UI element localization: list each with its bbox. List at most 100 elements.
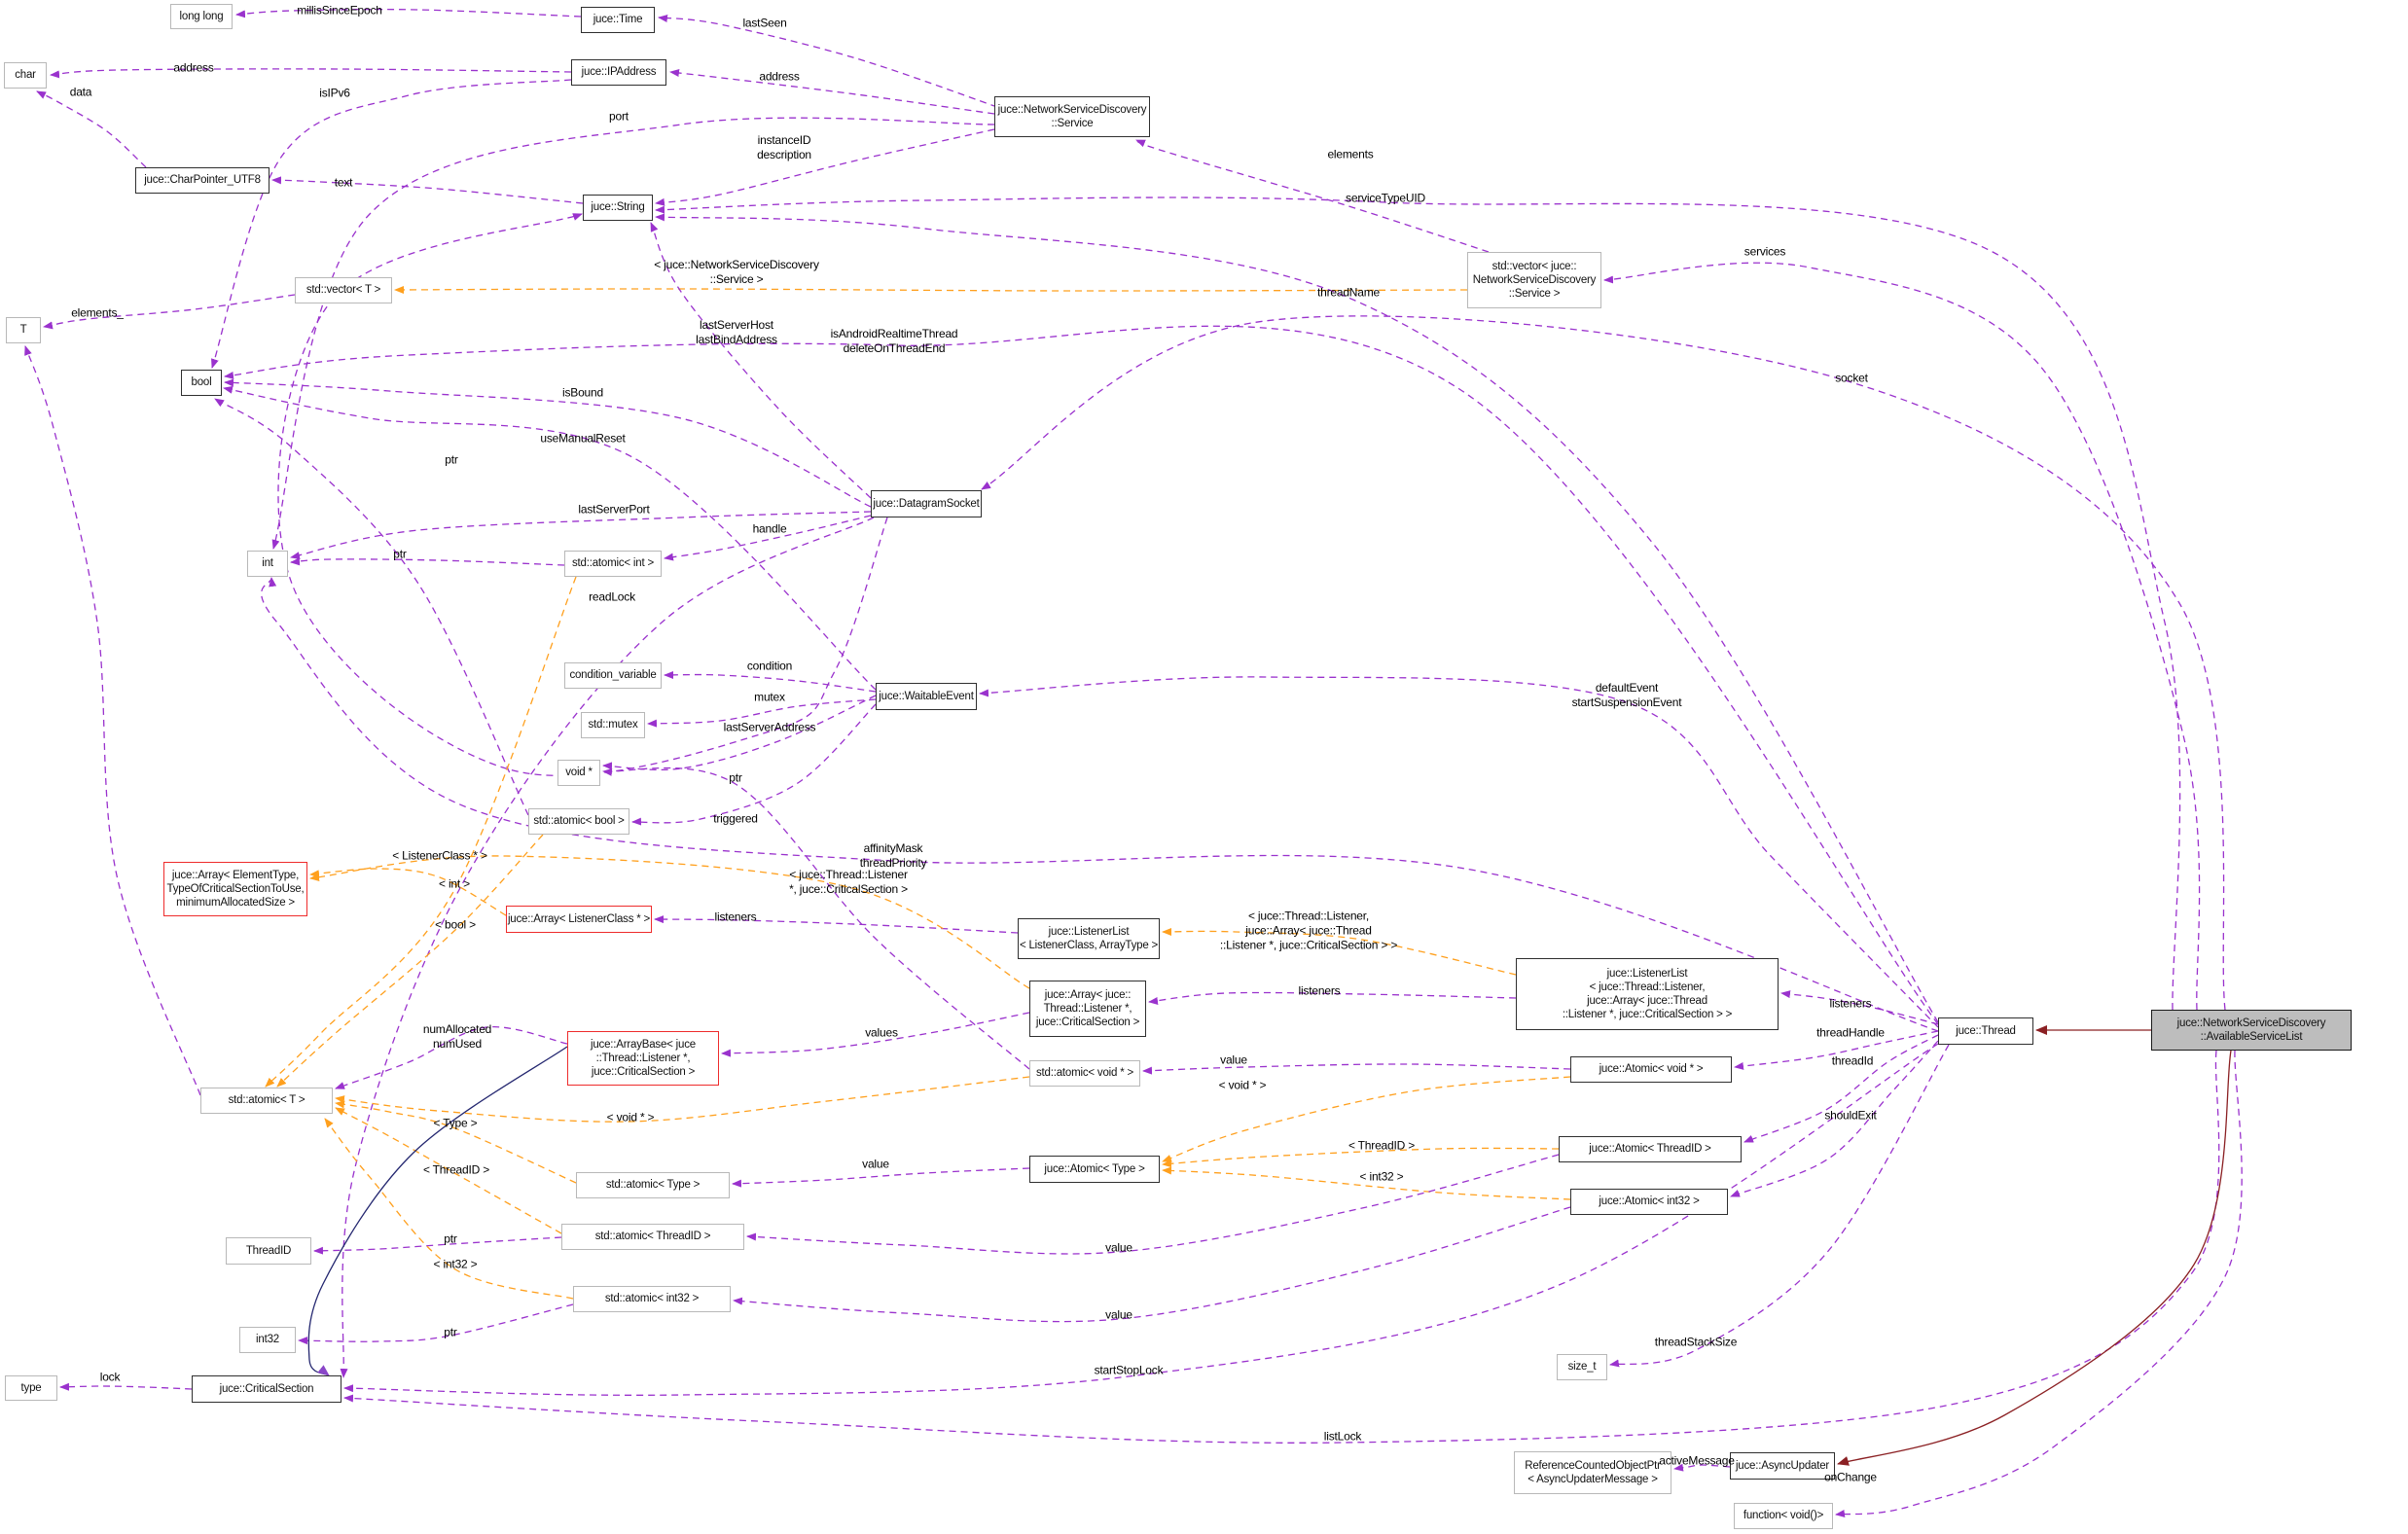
node-std-atomic-int32[interactable]: std::atomic< int32 > xyxy=(573,1286,731,1312)
edge-ptr-stdatomicvoid-void xyxy=(602,767,1030,1070)
node-label: std::atomic< T > xyxy=(228,1094,305,1107)
edge-label-line: elements xyxy=(1327,147,1374,161)
edge-label-line: shouldExit xyxy=(1824,1108,1877,1123)
node-juce-time[interactable]: juce::Time xyxy=(581,7,655,33)
edge-tmpl-type xyxy=(335,1100,577,1184)
node-std-atomic-type[interactable]: std::atomic< Type > xyxy=(576,1172,730,1198)
edge-listeners-array xyxy=(1148,991,1517,1005)
edge-label-line: lastBindAddress xyxy=(696,333,777,346)
node-label: minimumAllocatedSize > xyxy=(176,897,295,909)
node-label: juce::Array< juce::Thread xyxy=(1587,995,1707,1007)
node-label: < ListenerClass, ArrayType > xyxy=(1019,940,1159,951)
edge-threadHandle xyxy=(1734,1030,1939,1070)
node-label: size_t xyxy=(1567,1361,1597,1373)
node-juce-atomic-int32[interactable]: juce::Atomic< int32 > xyxy=(1570,1189,1728,1215)
node-available-service-list[interactable]: juce::NetworkServiceDiscovery::Available… xyxy=(2151,1010,2352,1051)
node-juce-atomic-threadid[interactable]: juce::Atomic< ThreadID > xyxy=(1559,1136,1742,1162)
edge-lastSeen xyxy=(658,15,998,108)
edge-label-data: data xyxy=(70,86,92,100)
node-char[interactable]: char xyxy=(4,62,47,89)
node-juce-datagramsocket[interactable]: juce::DatagramSocket xyxy=(871,490,982,517)
edge-label-line: threadPriority xyxy=(859,856,927,870)
node-juce-thread[interactable]: juce::Thread xyxy=(1938,1017,2033,1045)
node-juce-atomic-voidptr[interactable]: juce::Atomic< void * > xyxy=(1570,1056,1732,1083)
node-refcountedobjectptr[interactable]: ReferenceCountedObjectPtr< AsyncUpdaterM… xyxy=(1514,1451,1671,1494)
edge-tmpl-listenerlist xyxy=(1162,927,1517,976)
edge-ptr-atomicbool-bool xyxy=(214,398,529,816)
edge-label-serviceTypeUID: serviceTypeUID xyxy=(1346,192,1425,206)
edge-label-lastSeen: lastSeen xyxy=(742,17,786,31)
node-std-mutex[interactable]: std::mutex xyxy=(581,712,645,738)
edge-label-line: services xyxy=(1743,244,1786,259)
node-t[interactable]: T xyxy=(6,317,41,343)
edge-label-line: listeners xyxy=(1829,996,1872,1011)
edge-label-mutex: mutex xyxy=(754,691,785,705)
node-juce-arraybase[interactable]: juce::ArrayBase< juce::Thread::Listener … xyxy=(567,1031,719,1086)
edge-label-threadId: threadId xyxy=(1832,1054,1874,1069)
node-size-t[interactable]: size_t xyxy=(1557,1354,1607,1380)
node-juce-ipaddress[interactable]: juce::IPAddress xyxy=(571,59,666,86)
edge-label-line: mutex xyxy=(754,690,785,704)
node-juce-array-threadlistener[interactable]: juce::Array< juce::Thread::Listener *,ju… xyxy=(1029,981,1146,1037)
node-condition-variable[interactable]: condition_variable xyxy=(564,662,662,689)
node-nsd-service[interactable]: juce::NetworkServiceDiscovery::Service xyxy=(994,96,1150,137)
edge-label-ptr-threadid: ptr xyxy=(444,1232,457,1247)
edge-onChange xyxy=(1835,1050,2243,1517)
edge-tmpl-threadid-juce xyxy=(1162,1147,1560,1168)
node-label: juce::String xyxy=(591,201,645,214)
node-function-void[interactable]: function< void()> xyxy=(1734,1503,1833,1529)
edge-label-lastServerAddress: lastServerAddress xyxy=(724,721,816,735)
node-std-atomic-voidptr[interactable]: std::atomic< void * > xyxy=(1029,1060,1140,1087)
edge-instanceID-description xyxy=(655,128,995,206)
edge-tmpl-listenerclass xyxy=(309,868,507,916)
edge-label-shouldExit: shouldExit xyxy=(1824,1108,1877,1124)
node-std-atomic-int[interactable]: std::atomic< int > xyxy=(564,551,662,577)
node-std-atomic-bool[interactable]: std::atomic< bool > xyxy=(528,808,629,835)
edge-value-voidptr xyxy=(1142,1063,1571,1075)
node-juce-string[interactable]: juce::String xyxy=(583,195,653,221)
node-juce-array-template[interactable]: juce::Array< ElementType,TypeOfCriticalS… xyxy=(163,862,307,916)
node-label: juce::CriticalSection xyxy=(219,1382,314,1395)
edge-label-values: values xyxy=(865,1026,898,1041)
edge-label-line: millisSinceEpoch xyxy=(297,3,382,18)
edge-label-tmpl-listenerclass: < ListenerClass * > xyxy=(392,849,487,864)
edge-label-line: ptr xyxy=(393,547,407,561)
node-int[interactable]: int xyxy=(247,551,288,577)
node-int32[interactable]: int32 xyxy=(239,1327,296,1353)
node-juce-asyncupdater[interactable]: juce::AsyncUpdater xyxy=(1730,1452,1835,1480)
edge-label-line: ::Service > xyxy=(709,272,764,286)
node-label: juce::ListenerList xyxy=(1606,967,1688,980)
edge-mutex xyxy=(647,698,877,728)
edge-label-line: threadHandle xyxy=(1816,1025,1885,1040)
edge-tmpl-threadid-std xyxy=(335,1107,562,1234)
node-juce-waitableevent[interactable]: juce::WaitableEvent xyxy=(876,683,977,710)
node-label: void * xyxy=(565,767,593,779)
node-label: char xyxy=(15,69,36,82)
node-std-vector-service[interactable]: std::vector< juce::NetworkServiceDiscove… xyxy=(1467,252,1601,308)
node-label: juce::ListenerList xyxy=(1048,925,1130,938)
node-juce-criticalsection[interactable]: juce::CriticalSection xyxy=(192,1375,341,1403)
node-threadid[interactable]: ThreadID xyxy=(226,1237,311,1265)
node-juce-charpointer-utf8[interactable]: juce::CharPointer_UTF8 xyxy=(135,167,270,194)
node-juce-listenerlist-generic[interactable]: juce::ListenerList< ListenerClass, Array… xyxy=(1018,918,1160,959)
edge-label-tmpl-int32-std: < int32 > xyxy=(434,1258,478,1272)
node-std-vector-t[interactable]: std::vector< T > xyxy=(295,277,392,303)
node-std-atomic-threadid[interactable]: std::atomic< ThreadID > xyxy=(561,1224,744,1250)
edge-label-elements-underscore: elements_ xyxy=(71,306,124,321)
edge-label-ptr-bool: ptr xyxy=(445,453,458,468)
node-juce-atomic-type[interactable]: juce::Atomic< Type > xyxy=(1029,1156,1160,1183)
edge-label-line: < void * > xyxy=(1218,1078,1267,1092)
node-juce-listenerlist-thread[interactable]: juce::ListenerList< juce::Thread::Listen… xyxy=(1516,958,1779,1030)
node-bool[interactable]: bool xyxy=(181,370,222,396)
edge-label-line: lastServerAddress xyxy=(723,720,816,734)
node-type[interactable]: type xyxy=(5,1375,57,1401)
node-long-long[interactable]: long long xyxy=(170,4,233,29)
node-label: juce::Array< ListenerClass * > xyxy=(507,912,651,925)
node-void-ptr[interactable]: void * xyxy=(557,760,600,786)
node-juce-array-listenerclass[interactable]: juce::Array< ListenerClass * > xyxy=(506,906,652,933)
edge-threadId xyxy=(1743,1034,1939,1143)
node-std-atomic-t[interactable]: std::atomic< T > xyxy=(200,1088,333,1114)
node-label: ReferenceCountedObjectPtr xyxy=(1525,1459,1661,1472)
